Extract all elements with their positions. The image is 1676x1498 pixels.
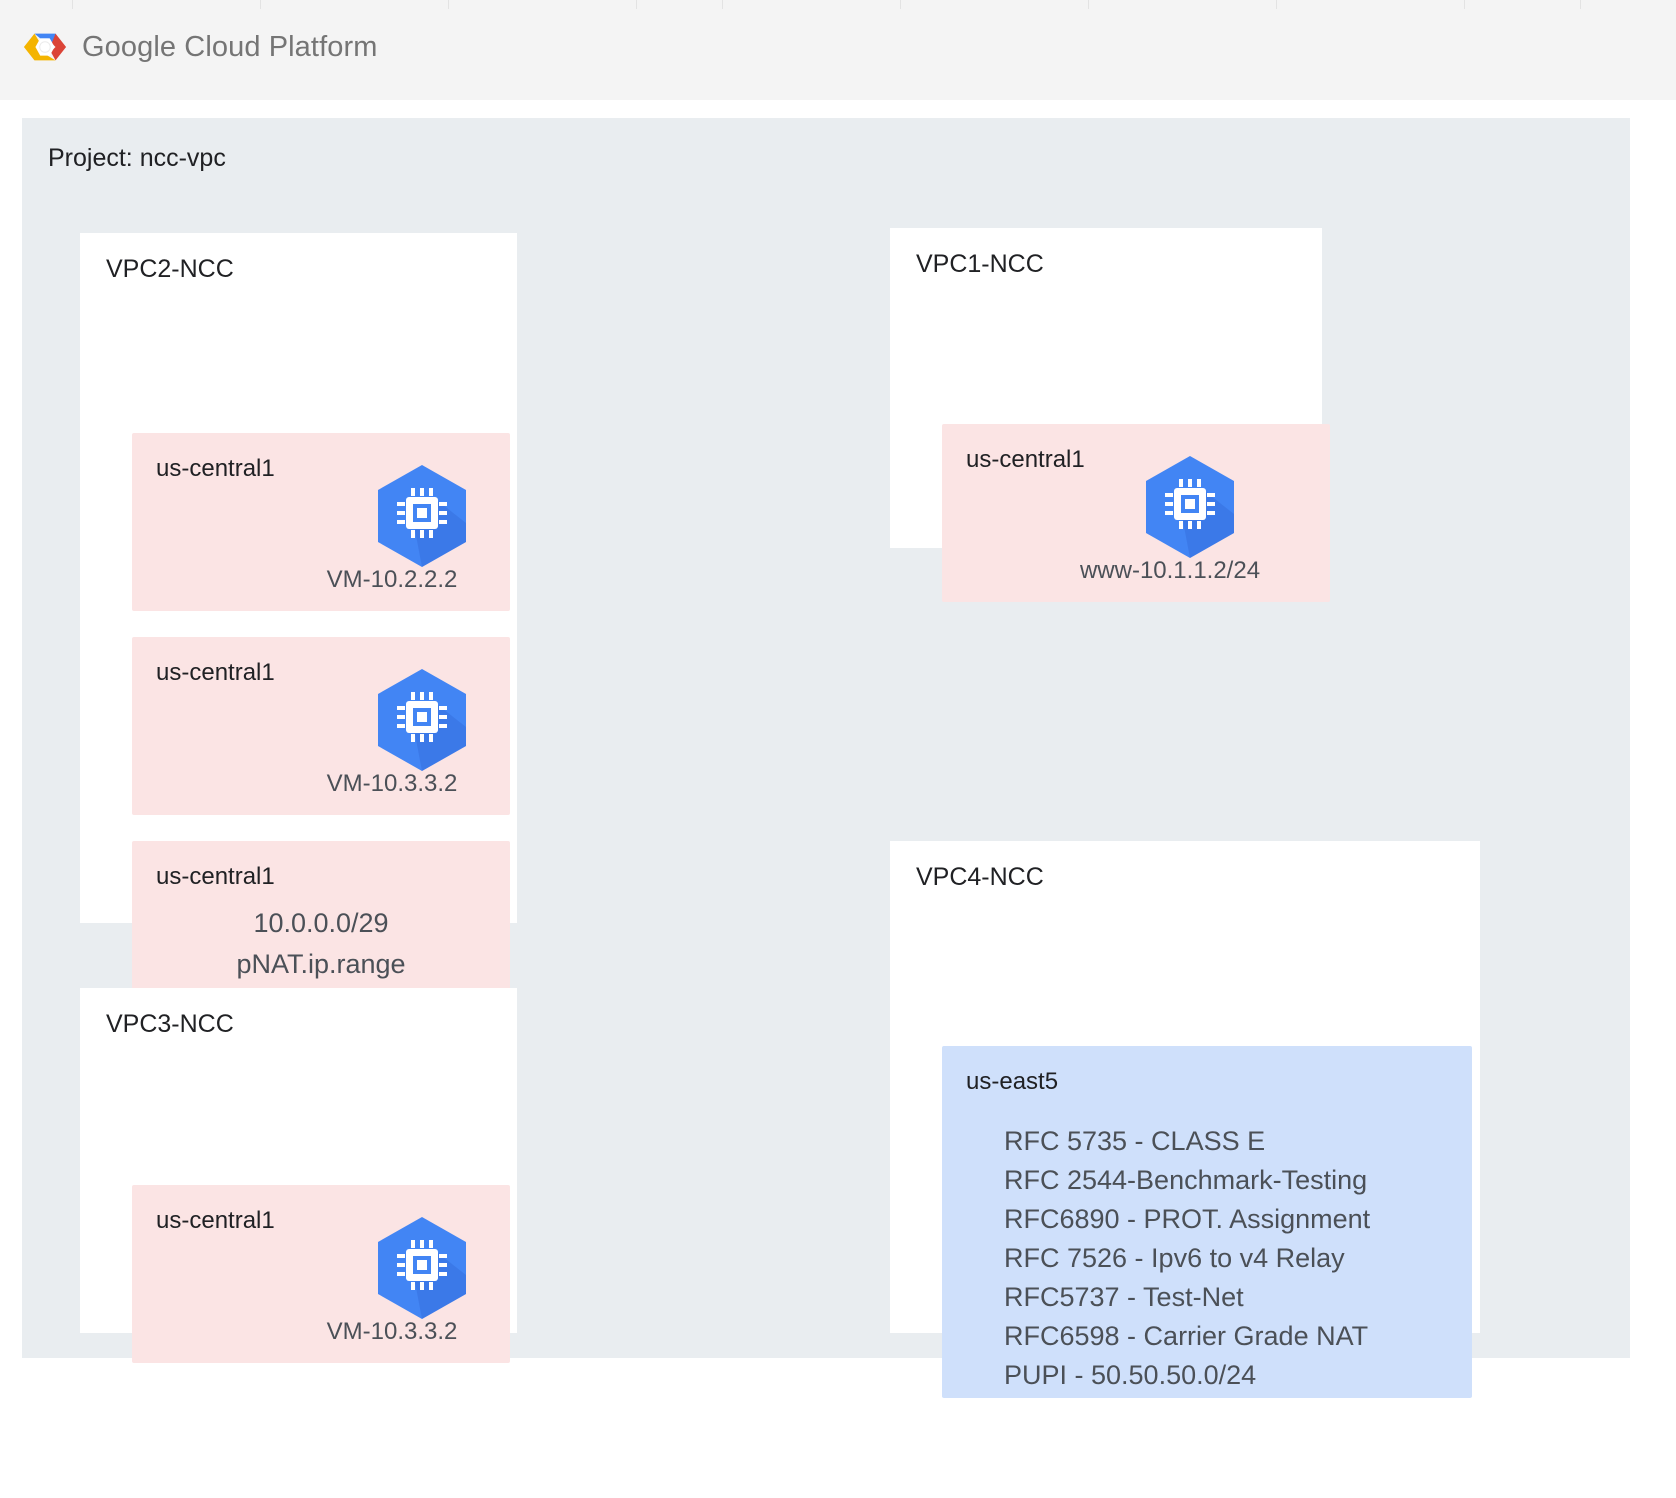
resource-card-vm-10-3-3-2-vpc3[interactable]: us-central1 (132, 1185, 510, 1363)
brand-logo-lockup: Google Cloud Platform (22, 24, 377, 70)
vpc-title: VPC2-NCC (106, 255, 234, 283)
project-label: Project: ncc-vpc (48, 144, 226, 172)
google-cloud-platform-hexagon-logo (22, 24, 68, 70)
rfc-list-item: RFC6598 - Carrier Grade NAT (1004, 1321, 1369, 1351)
vpc-title: VPC3-NCC (106, 1010, 234, 1038)
region-label: us-east5 (966, 1068, 1059, 1095)
compute-engine-vm-icon (372, 1215, 472, 1321)
rfc-list-item: RFC 2544-Benchmark-Testing (1004, 1165, 1368, 1195)
project-canvas: Project: ncc-vpc VPC2-NCC us-central1 (22, 118, 1630, 1398)
vpc-box-vpc1-ncc[interactable]: VPC1-NCC us-central1 (890, 228, 1330, 602)
vpc-box-vpc3-ncc[interactable]: VPC3-NCC us-central1 (80, 988, 517, 1363)
resource-card-pnat-range[interactable]: us-central1 10.0.0.0/29 pNAT.ip.range (132, 841, 510, 1004)
vpc-box-vpc4-ncc[interactable]: VPC4-NCC us-east5 RFC 5735 - CLASS E RFC… (890, 841, 1480, 1398)
header-ruler-ticks (0, 0, 1676, 10)
rfc-list-item: PUPI - 50.50.50.0/24 (1004, 1360, 1257, 1390)
rfc-range-list: RFC 5735 - CLASS E RFC 2544-Benchmark-Te… (1004, 1122, 1370, 1395)
region-label: us-central1 (156, 1207, 275, 1234)
page-header: Google Cloud Platform (0, 0, 1676, 100)
pnat-range-lines: 10.0.0.0/29 pNAT.ip.range (132, 903, 510, 985)
pnat-name: pNAT.ip.range (236, 949, 406, 979)
resource-card-rfc-ranges[interactable]: us-east5 RFC 5735 - CLASS E RFC 2544-Ben… (942, 1046, 1472, 1398)
resource-card-vm-10-3-3-2[interactable]: us-central1 (132, 637, 510, 815)
region-label: us-central1 (966, 446, 1085, 473)
vpc-box-vpc2-ncc[interactable]: VPC2-NCC us-central1 (80, 233, 517, 1004)
brand-logo-text: Google Cloud Platform (82, 30, 378, 63)
rfc-list-item: RFC 5735 - CLASS E (1004, 1126, 1266, 1156)
resource-caption: VM-10.2.2.2 (326, 566, 458, 593)
rfc-list-item: RFC 7526 - Ipv6 to v4 Relay (1004, 1243, 1345, 1273)
resource-card-www-10-1-1-2[interactable]: us-central1 (942, 424, 1330, 602)
resource-caption: www-10.1.1.2/24 (1079, 557, 1261, 584)
rfc-list-item: RFC6890 - PROT. Assignment (1004, 1204, 1371, 1234)
compute-engine-vm-icon (372, 463, 472, 569)
region-label: us-central1 (156, 863, 275, 890)
resource-card-vm-10-2-2-2[interactable]: us-central1 (132, 433, 510, 611)
vpc-title: VPC1-NCC (916, 250, 1044, 278)
resource-caption: VM-10.3.3.2 (326, 1318, 458, 1345)
compute-engine-vm-icon (1140, 454, 1240, 560)
region-label: us-central1 (156, 455, 275, 482)
pnat-cidr: 10.0.0.0/29 (253, 908, 389, 938)
region-label: us-central1 (156, 659, 275, 686)
resource-caption: VM-10.3.3.2 (326, 770, 458, 797)
rfc-list-item: RFC5737 - Test-Net (1004, 1282, 1244, 1312)
compute-engine-vm-icon (372, 667, 472, 773)
vpc-title: VPC4-NCC (916, 863, 1044, 891)
